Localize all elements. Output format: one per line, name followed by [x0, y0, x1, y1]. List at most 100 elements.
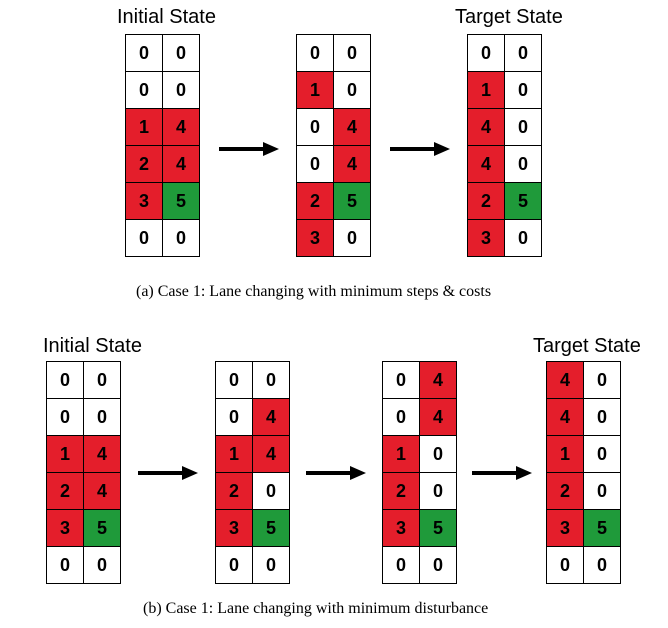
lane-cell: 1: [296, 71, 334, 109]
lane-cell: 4: [467, 108, 505, 146]
lane-cell: 3: [46, 509, 84, 547]
lane-cell: 0: [252, 472, 290, 510]
lane-cell: 2: [467, 182, 505, 220]
case-b-caption: (b) Case 1: Lane changing with minimum d…: [143, 600, 489, 617]
lane-cell: 3: [467, 219, 505, 257]
lane-cell: 3: [546, 509, 584, 547]
lane-cell: 2: [296, 182, 334, 220]
lane-cell: 0: [83, 361, 121, 399]
lane-cell: 0: [504, 145, 542, 183]
lane-cell: 0: [46, 361, 84, 399]
lane-cell: 0: [215, 361, 253, 399]
lane-cell: 4: [546, 361, 584, 399]
case-a-initial-label: Initial State: [117, 6, 216, 28]
case-a-target-label: Target State: [455, 6, 563, 28]
lane-cell: 4: [162, 108, 200, 146]
lane-cell: 5: [333, 182, 371, 220]
lane-cell: 1: [46, 435, 84, 473]
lane-cell: 0: [504, 108, 542, 146]
lane-cell: 5: [419, 509, 457, 547]
lane-cell: 0: [46, 546, 84, 584]
lane-cell: 3: [215, 509, 253, 547]
lane-cell: 5: [83, 509, 121, 547]
lane-cell: 0: [162, 71, 200, 109]
lane-cell: 0: [546, 546, 584, 584]
lane-cell: 4: [252, 435, 290, 473]
lane-cell: 3: [125, 182, 163, 220]
lane-cell: 2: [215, 472, 253, 510]
lane-cell: 4: [333, 108, 371, 146]
lane-cell: 0: [296, 108, 334, 146]
lane-cell: 5: [252, 509, 290, 547]
lane-cell: 4: [162, 145, 200, 183]
lane-cell: 0: [583, 435, 621, 473]
lane-cell: 0: [252, 546, 290, 584]
lane-cell: 2: [546, 472, 584, 510]
lane-cell: 0: [583, 472, 621, 510]
lane-cell: 0: [467, 34, 505, 72]
case-b-target-label: Target State: [533, 335, 641, 357]
lane-cell: 4: [83, 472, 121, 510]
lane-cell: 0: [382, 398, 420, 436]
lane-cell: 4: [419, 398, 457, 436]
lane-cell: 2: [382, 472, 420, 510]
lane-cell: 1: [546, 435, 584, 473]
case-a-arrow-2: [390, 142, 450, 156]
lane-cell: 0: [382, 361, 420, 399]
lane-cell: 4: [252, 398, 290, 436]
lane-cell: 4: [467, 145, 505, 183]
case-a-caption: (a) Case 1: Lane changing with minimum s…: [136, 283, 492, 300]
lane-cell: 4: [333, 145, 371, 183]
lane-cell: 0: [162, 34, 200, 72]
lane-cell: 5: [162, 182, 200, 220]
lane-cell: 0: [125, 219, 163, 257]
case-b-arrow-3: [472, 466, 532, 480]
case-b-arrow-2: [306, 466, 366, 480]
lane-cell: 3: [382, 509, 420, 547]
lane-cell: 0: [296, 34, 334, 72]
lane-cell: 0: [83, 398, 121, 436]
lane-cell: 0: [215, 398, 253, 436]
lane-cell: 4: [419, 361, 457, 399]
lane-cell: 3: [296, 219, 334, 257]
lane-cell: 0: [162, 219, 200, 257]
lane-cell: 0: [252, 361, 290, 399]
lane-cell: 0: [583, 361, 621, 399]
lane-cell: 0: [125, 34, 163, 72]
case-b-initial-label: Initial State: [43, 335, 142, 357]
